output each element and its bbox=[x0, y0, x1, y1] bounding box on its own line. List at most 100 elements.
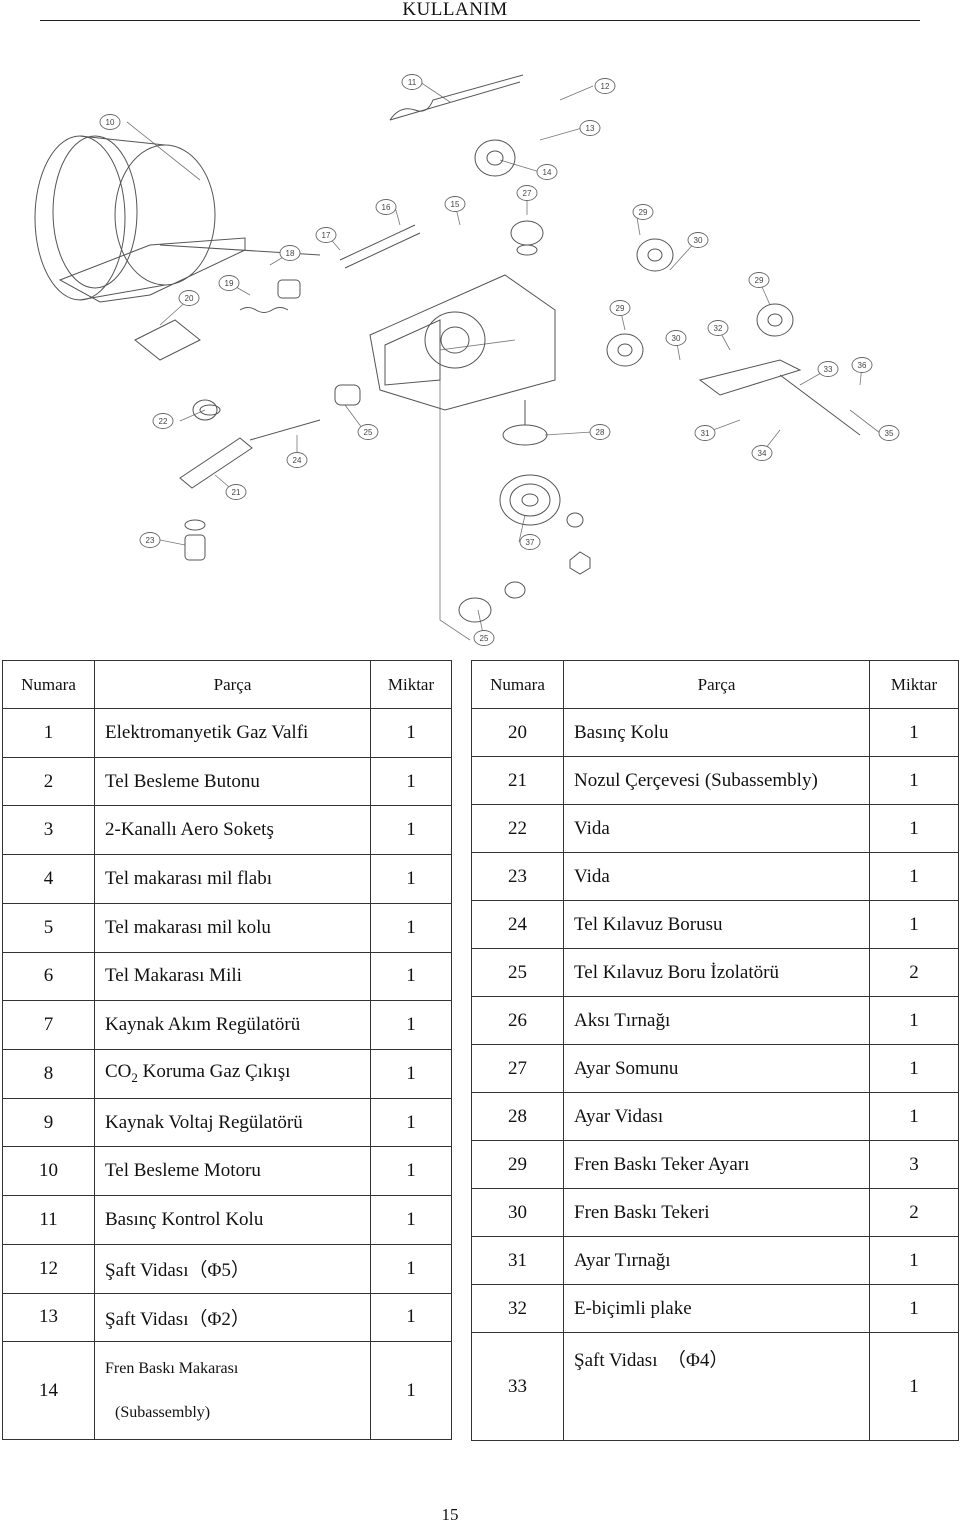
quantity-cell: 1 bbox=[370, 902, 452, 953]
callout-label: 24 bbox=[293, 456, 302, 465]
part-callout: 30 bbox=[665, 330, 687, 346]
part-number-cell: 28 bbox=[471, 1092, 564, 1141]
callout-bubble bbox=[519, 534, 541, 550]
callout-bubble bbox=[579, 120, 601, 136]
quantity-cell: 1 bbox=[869, 1332, 959, 1441]
callout-label: 25 bbox=[364, 428, 373, 437]
quantity-cell: 1 bbox=[370, 1243, 452, 1294]
wire-feed-motor-drawing bbox=[34, 135, 126, 301]
quantity-cell: 1 bbox=[869, 852, 959, 901]
part-name-cell: Tel Kılavuz Borusu bbox=[563, 900, 870, 949]
part-number-cell: 11 bbox=[2, 1195, 95, 1245]
part-name-cell: Vida bbox=[563, 852, 870, 901]
part-number-cell: 31 bbox=[471, 1236, 564, 1285]
part-callout: 35 bbox=[878, 425, 900, 441]
part-number-cell: 30 bbox=[471, 1188, 564, 1237]
part-name-line: Fren Baskı Makarası bbox=[105, 1359, 239, 1377]
callout-bubble bbox=[536, 164, 558, 180]
callout-bubble bbox=[594, 78, 616, 94]
callout-label: 25 bbox=[480, 634, 489, 643]
quantity-cell: 1 bbox=[869, 756, 959, 805]
part-callout: 19 bbox=[218, 275, 240, 291]
part-callout: 36 bbox=[851, 357, 873, 373]
part-name-text: CO bbox=[105, 1061, 132, 1083]
callout-bubble bbox=[748, 272, 770, 288]
page-number: 15 bbox=[441, 1505, 459, 1524]
quantity-cell: 1 bbox=[869, 1236, 959, 1285]
callout-label: 35 bbox=[885, 429, 894, 438]
callout-label: 33 bbox=[824, 365, 833, 374]
callout-label: 36 bbox=[858, 361, 867, 370]
part-name-cell: 2-Kanallı Aero Soketş bbox=[94, 805, 371, 856]
part-name-cell: Tel makarası mil flabı bbox=[94, 854, 371, 904]
part-name-cell: Fren Baskı Makarası(Subassembly) bbox=[94, 1341, 371, 1440]
callout-label: 30 bbox=[672, 334, 681, 343]
part-callout: 15 bbox=[444, 196, 466, 212]
callout-bubble bbox=[178, 290, 200, 306]
part-number-cell: 9 bbox=[2, 1097, 95, 1148]
part-callout: 11 bbox=[401, 74, 423, 90]
part-name-cell: Şaft Vidası（Φ5） bbox=[94, 1243, 371, 1294]
mounting-bracket-drawing bbox=[369, 274, 556, 411]
part-callout: 29 bbox=[632, 204, 654, 220]
callout-bubble bbox=[139, 532, 161, 548]
callout-bubble bbox=[279, 245, 301, 261]
header-part: Parça bbox=[563, 660, 870, 709]
part-name-cell: Aksı Tırnağı bbox=[563, 996, 870, 1045]
part-name-cell: Ayar Vidası bbox=[563, 1092, 870, 1141]
callout-bubble bbox=[851, 357, 873, 373]
part-callout: 31 bbox=[694, 425, 716, 441]
part-number-cell: 24 bbox=[471, 900, 564, 949]
part-callout: 17 bbox=[315, 227, 337, 243]
callout-bubble bbox=[751, 445, 773, 461]
part-number-cell: 8 bbox=[2, 1049, 95, 1099]
part-name-cell: Şaft Vidası（Φ2） bbox=[94, 1292, 371, 1343]
part-callout: 20 bbox=[178, 290, 200, 306]
callout-label: 21 bbox=[232, 488, 241, 497]
callout-label: 31 bbox=[701, 429, 710, 438]
header-qty: Miktar bbox=[370, 660, 452, 709]
part-number-cell: 7 bbox=[2, 1000, 95, 1051]
quantity-cell: 1 bbox=[370, 756, 452, 807]
part-number-cell: 5 bbox=[2, 902, 95, 953]
callout-label: 13 bbox=[586, 124, 595, 133]
callout-label: 28 bbox=[596, 428, 605, 437]
callout-bubble bbox=[473, 630, 495, 646]
part-name-cell: E-biçimli plake bbox=[563, 1284, 870, 1333]
part-callout: 16 bbox=[375, 199, 397, 215]
part-callout: 29 bbox=[609, 300, 631, 316]
quantity-cell: 1 bbox=[370, 1097, 452, 1148]
part-callout: 34 bbox=[751, 445, 773, 461]
part-callout: 14 bbox=[536, 164, 558, 180]
callout-bubble bbox=[225, 484, 247, 500]
part-name-cell: Kaynak Akım Regülatörü bbox=[94, 1000, 371, 1051]
part-name-cell: Basınç Kolu bbox=[563, 708, 870, 757]
callout-bubble bbox=[99, 114, 121, 130]
part-number-cell: 1 bbox=[2, 708, 95, 758]
quantity-cell: 1 bbox=[370, 1000, 452, 1051]
header-part: Parça bbox=[94, 660, 371, 709]
motor-base-plate-drawing bbox=[58, 237, 246, 303]
callout-bubble bbox=[707, 320, 729, 336]
quantity-cell: 1 bbox=[869, 1044, 959, 1093]
quantity-cell: 1 bbox=[370, 1341, 452, 1440]
callout-bubble bbox=[589, 424, 611, 440]
callout-label: 34 bbox=[758, 449, 767, 458]
